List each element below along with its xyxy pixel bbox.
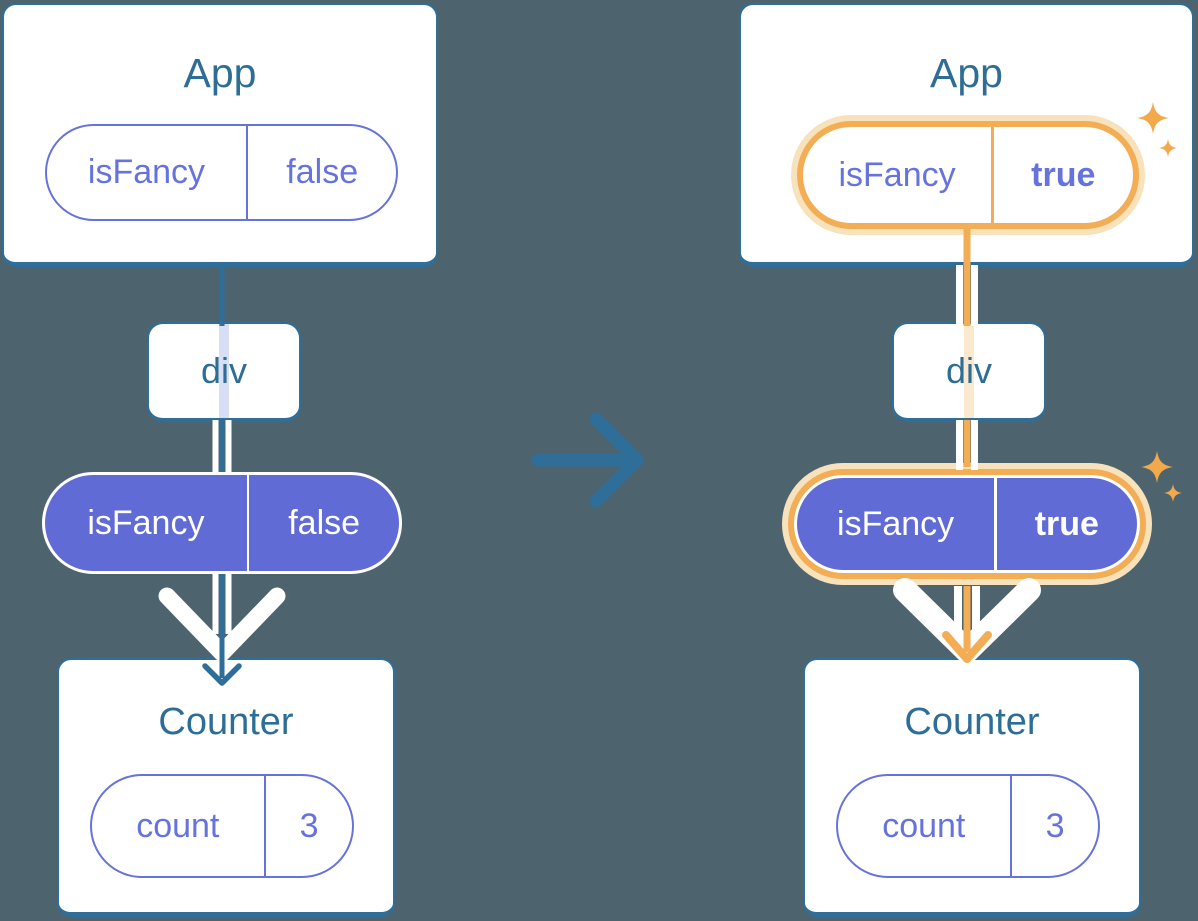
pill-divider <box>246 475 250 571</box>
app-card-after: App isFancy true <box>739 3 1194 267</box>
sparkle-icon <box>1164 484 1182 502</box>
div-label: div <box>200 350 248 391</box>
prop-name: isFancy <box>837 504 955 543</box>
prop-name: isFancy <box>838 155 956 194</box>
counter-state-pill-after: count 3 <box>836 774 1100 878</box>
prop-name: isFancy <box>87 153 206 191</box>
prop-value: false <box>286 153 359 191</box>
transition-arrow-head <box>589 412 644 508</box>
app-card-before: App isFancy false <box>2 3 438 267</box>
state-value: 3 <box>1045 806 1065 845</box>
state-value: 3 <box>299 806 319 845</box>
app-prop-pill-before: isFancy false <box>45 124 398 221</box>
state-name: count <box>136 806 220 845</box>
prop-flow-chevron-before <box>158 587 286 662</box>
prop-pass-through-strip <box>219 324 229 418</box>
app-title: App <box>930 50 1003 96</box>
prop-value: true <box>1034 504 1099 543</box>
arrowhead-into-counter-after <box>942 631 992 663</box>
prop-value: false <box>288 503 361 542</box>
passed-prop-pill-after-highlighted: isFancy true <box>794 475 1140 573</box>
pill-divider <box>1009 776 1013 876</box>
counter-card-after: Counter count 3 <box>803 658 1141 917</box>
pill-divider <box>245 126 249 219</box>
counter-title: Counter <box>904 701 1040 743</box>
app-title: App <box>183 50 257 96</box>
div-node-after: div <box>892 322 1046 422</box>
pill-divider <box>263 776 267 876</box>
prop-pass-through-strip <box>964 324 974 418</box>
counter-title: Counter <box>158 701 294 743</box>
pill-divider <box>991 127 994 223</box>
prop-value: true <box>1031 155 1096 194</box>
div-label: div <box>945 350 993 391</box>
sparkle-icon <box>1141 451 1173 483</box>
app-prop-pill-after-highlighted: isFancy true <box>797 121 1139 229</box>
div-node-before: div <box>147 322 301 422</box>
prop-flow-chevron-after <box>893 578 1041 663</box>
counter-state-pill-before: count 3 <box>90 774 354 878</box>
counter-card-before: Counter count 3 <box>57 658 395 917</box>
passed-prop-pill-before: isFancy false <box>42 472 402 574</box>
state-name: count <box>882 806 966 845</box>
prop-name: isFancy <box>87 503 205 542</box>
pill-divider <box>994 478 997 570</box>
